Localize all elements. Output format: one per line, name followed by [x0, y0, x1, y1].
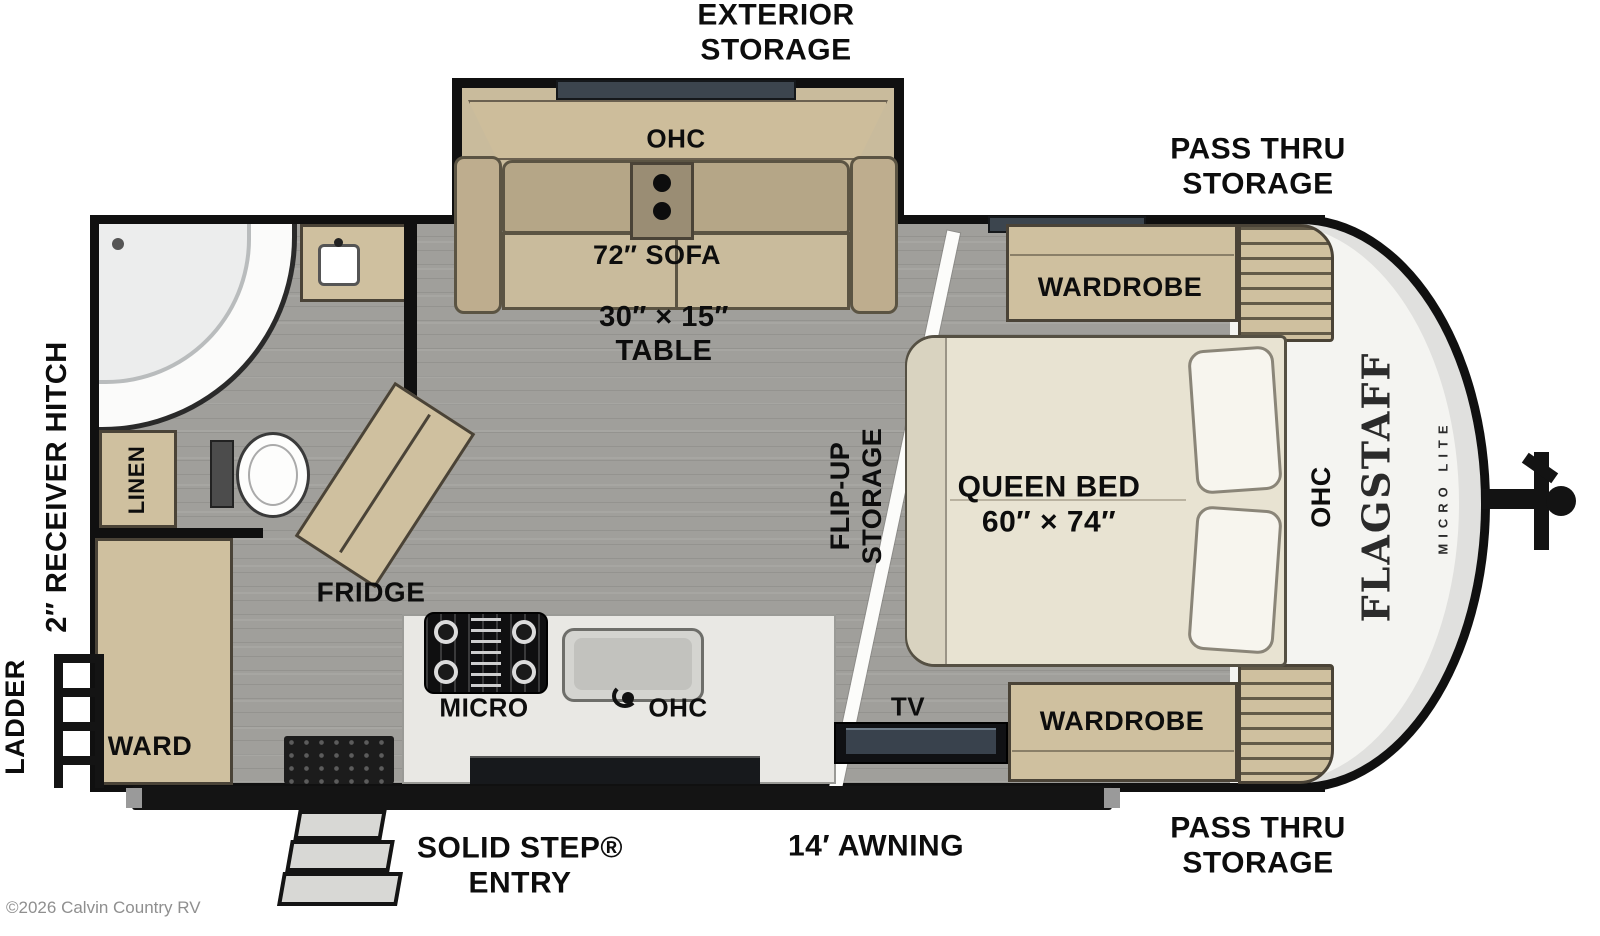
copyright-text: ©2026 Calvin Country RV	[6, 898, 201, 917]
burner-icon	[434, 660, 458, 684]
corner-cabinet-top	[1238, 224, 1334, 342]
corner-cabinet-bottom	[1238, 664, 1334, 784]
receiver-hitch-label: 2″ RECEIVER HITCH	[40, 341, 73, 633]
entry-step-icon	[285, 840, 395, 872]
slideout-ohc-cabinet	[468, 100, 888, 160]
wardrobe-bottom-shelf-line	[1012, 750, 1234, 752]
toilet-tank-icon	[210, 440, 234, 508]
bath-lower-wall	[95, 528, 263, 538]
stove-grate-icon	[471, 618, 501, 688]
table-label: 30″ × 15″ TABLE	[599, 300, 729, 367]
awning-end-cap	[1104, 788, 1120, 808]
awning-rail	[132, 786, 1112, 810]
bed-foot-band	[907, 338, 947, 664]
brand-title: FLAGSTAFF	[1353, 351, 1399, 623]
kitchen-ohc-label: OHC	[648, 692, 708, 723]
slideout-window-icon	[556, 80, 796, 100]
sofa-label: 72″ SOFA	[593, 240, 721, 271]
kitchen-faucet-arc-icon	[612, 684, 638, 708]
kitchen-window-icon	[470, 756, 760, 784]
wardrobe-top	[1006, 224, 1238, 322]
sofa-armrest-right	[850, 156, 898, 314]
solid-step-entry-label: SOLID STEP® ENTRY	[417, 831, 623, 900]
burner-icon	[512, 660, 536, 684]
bath-wall	[404, 215, 417, 400]
pass-thru-storage-top-label: PASS THRU STORAGE	[1170, 132, 1346, 201]
hitch-coupler-icon	[1482, 489, 1542, 509]
entry-mat-icon	[284, 736, 394, 784]
fridge-label: FRIDGE	[316, 576, 426, 608]
pillow-icon	[1187, 345, 1283, 495]
slideout-ohc-label: OHC	[646, 123, 706, 154]
bath-faucet-icon	[334, 238, 343, 247]
queen-bed-label: QUEEN BED 60″ × 74″	[957, 470, 1141, 539]
entry-step-icon	[277, 872, 403, 906]
toilet-seat-icon	[248, 444, 298, 506]
wardrobe-top-shelf-line	[1010, 254, 1234, 256]
pass-thru-storage-bottom-label: PASS THRU STORAGE	[1170, 811, 1346, 880]
kitchen-sink-basin-icon	[574, 638, 692, 690]
wardrobe-bottom	[1008, 682, 1238, 782]
flip-up-storage-label: FLIP-UP STORAGE	[825, 427, 887, 565]
awning-end-cap	[126, 788, 142, 808]
brand-subtitle: MICRO LITE	[1435, 419, 1451, 555]
burner-icon	[434, 620, 458, 644]
ladder-label: LADDER	[0, 659, 31, 775]
brand-logo: FLAGSTAFF MICRO LITE	[1321, 352, 1486, 623]
stove-icon	[424, 612, 548, 694]
tv-screen-icon	[846, 728, 996, 754]
sofa-armrest-left	[454, 156, 502, 314]
linen-cabinet	[99, 430, 177, 528]
exterior-storage-label: EXTERIOR STORAGE	[697, 0, 855, 67]
wardrobe-bottom-label: WARDROBE	[1039, 706, 1205, 737]
cupholder-icon	[653, 174, 671, 192]
micro-label: MICRO	[439, 692, 529, 723]
awning-label: 14′ AWNING	[787, 829, 965, 863]
sofa-seat-divider	[675, 235, 678, 307]
burner-icon	[512, 620, 536, 644]
ladder-icon	[54, 654, 104, 788]
wardrobe-top-label: WARDROBE	[1037, 272, 1203, 303]
ward-label: WARD	[107, 731, 193, 762]
tv-label: TV	[890, 691, 926, 722]
bed-center-seam	[950, 499, 1186, 501]
entry-step-icon	[293, 810, 387, 840]
pillow-icon	[1187, 505, 1283, 655]
cupholder-icon	[653, 202, 671, 220]
showerhead-icon	[112, 238, 124, 250]
hitch-wheel-icon	[1546, 486, 1576, 516]
bath-sink-icon	[318, 244, 360, 286]
linen-label: LINEN	[124, 445, 150, 515]
